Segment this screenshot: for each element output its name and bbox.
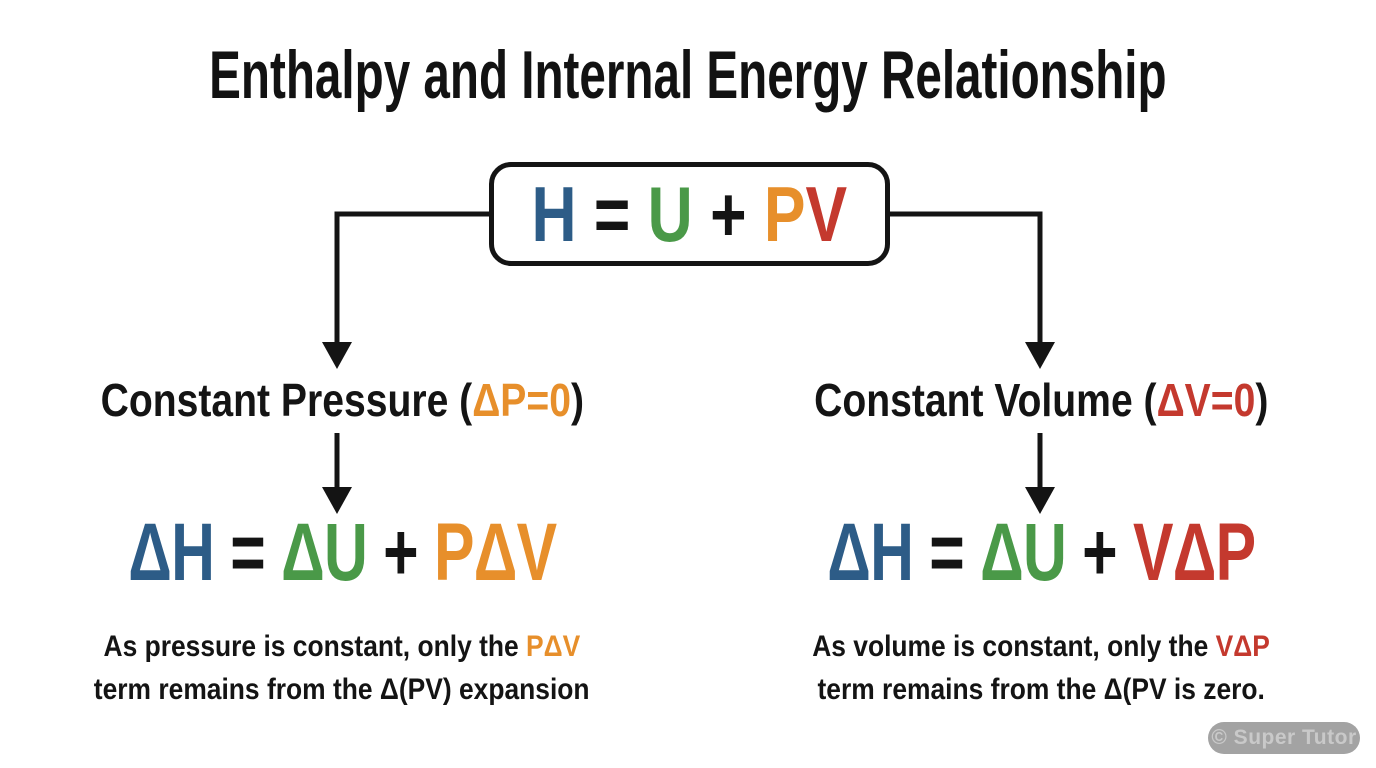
left-label-suffix: ): [570, 374, 584, 426]
right-caption-term: VΔP: [1215, 630, 1270, 663]
right-caption-line2: term remains from the Δ(PV is zero.: [817, 673, 1265, 706]
left-label-condition: ΔP=0: [471, 374, 571, 426]
left-eq-equals: =: [213, 507, 281, 598]
page-title-text: Enthalpy and Internal Energy Relationshi…: [209, 37, 1167, 113]
main-eq-h: H: [531, 170, 577, 258]
right-branch-down-arrow-icon: [1025, 342, 1055, 369]
left-label-prefix: Constant Pressure (: [100, 374, 472, 426]
right-eq-plus: +: [1065, 507, 1133, 598]
main-eq-equals: =: [576, 170, 648, 258]
right-caption-prefix: As volume is constant, only the: [812, 630, 1216, 663]
right-eq-term: VΔP: [1132, 507, 1256, 598]
left-branch-equation: ΔH = ΔU + PΔV: [7, 506, 677, 600]
left-eq-plus: +: [366, 507, 434, 598]
main-eq-u: U: [647, 170, 693, 258]
left-eq-term: PΔV: [433, 507, 557, 598]
right-branch-connector-line: [890, 211, 1043, 350]
main-eq-plus: +: [692, 170, 765, 258]
left-branch-down-arrow-icon: [322, 342, 352, 369]
right-branch-equation: ΔH = ΔU + VΔP: [706, 506, 1376, 600]
right-eq-du: ΔU: [979, 507, 1067, 598]
left-branch-connector-line: [334, 211, 489, 350]
main-equation: H = U + PV: [532, 175, 848, 253]
left-eq-du: ΔU: [280, 507, 368, 598]
right-small-down-arrow-icon: [1025, 487, 1055, 514]
main-eq-v: V: [805, 170, 848, 258]
right-branch-caption: As volume is constant, only the VΔP term…: [706, 628, 1376, 714]
page-title: Enthalpy and Internal Energy Relationshi…: [0, 36, 1376, 114]
right-branch-label: Constant Volume (ΔV=0): [706, 374, 1376, 427]
left-caption-term: PΔV: [526, 630, 581, 663]
right-eq-equals: =: [912, 507, 980, 598]
connector-lines: [334, 211, 1043, 496]
left-branch-caption: As pressure is constant, only the PΔV te…: [7, 628, 677, 714]
left-eq-dh: ΔH: [127, 507, 215, 598]
right-label-prefix: Constant Volume (: [813, 374, 1157, 426]
main-eq-p: P: [764, 170, 806, 258]
left-branch-label: Constant Pressure (ΔP=0): [7, 374, 677, 427]
right-label-condition: ΔV=0: [1156, 374, 1256, 426]
main-equation-box: H = U + PV: [489, 162, 890, 266]
left-caption-line2: term remains from the Δ(PV) expansion: [94, 673, 590, 706]
left-small-down-arrow-icon: [322, 487, 352, 514]
left-caption-prefix: As pressure is constant, only the: [103, 630, 527, 663]
right-label-suffix: ): [1255, 374, 1269, 426]
right-eq-dh: ΔH: [826, 507, 914, 598]
arrowheads: [322, 342, 1055, 514]
watermark-badge: © Super Tutor: [1208, 722, 1360, 754]
